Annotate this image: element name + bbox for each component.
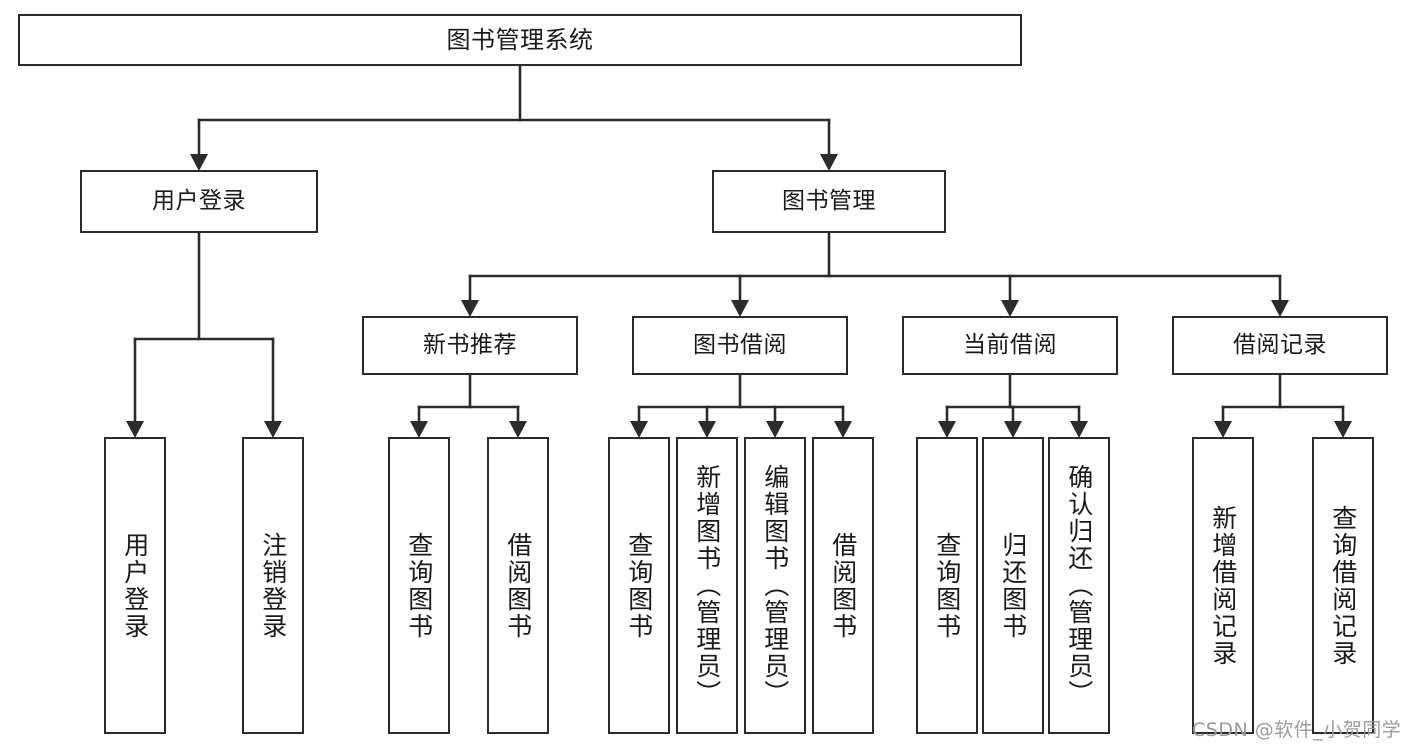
node-n-book-mgmt[interactable]: 图书管理 (712, 170, 946, 233)
node-l-logout[interactable]: 注销登录 (242, 437, 304, 734)
node-l-query-book-2[interactable]: 查询图书 (608, 437, 670, 734)
node-label: 新增借阅记录 (1208, 504, 1238, 667)
arrowhead-l-logout (264, 421, 282, 438)
node-l-query-book-3[interactable]: 查询图书 (916, 437, 978, 734)
arrowhead-l-query-book-3 (938, 421, 956, 438)
node-label: 用户登录 (120, 531, 150, 640)
node-label: 新书推荐 (423, 331, 517, 358)
node-label: 图书管理系统 (446, 25, 594, 54)
arrowhead-n-book-borrow (731, 300, 749, 317)
arrowhead-l-user-login (126, 421, 144, 438)
node-l-add-record[interactable]: 新增借阅记录 (1192, 437, 1254, 734)
node-n-user-login[interactable]: 用户登录 (80, 170, 318, 233)
node-label: 图书管理 (782, 187, 876, 214)
node-label: 查询图书 (932, 531, 962, 640)
node-label: 图书借阅 (693, 331, 787, 358)
node-label: 借阅图书 (503, 531, 533, 640)
node-label: 借阅记录 (1233, 331, 1327, 358)
node-label: 用户登录 (152, 187, 246, 214)
node-l-query-book-1[interactable]: 查询图书 (388, 437, 450, 734)
node-l-edit-book[interactable]: 编辑图书（管理员） (744, 437, 806, 734)
node-l-query-record[interactable]: 查询借阅记录 (1312, 437, 1374, 734)
node-label: 归还图书 (998, 531, 1028, 640)
node-label: 当前借阅 (963, 331, 1057, 358)
node-l-add-book[interactable]: 新增图书（管理员） (676, 437, 738, 734)
arrowhead-l-add-book (698, 421, 716, 438)
node-label: 新增图书（管理员） (692, 464, 722, 707)
node-l-return-book[interactable]: 归还图书 (982, 437, 1044, 734)
node-n-new-book-rec[interactable]: 新书推荐 (362, 316, 578, 375)
arrowhead-n-new-book-rec (461, 300, 479, 317)
arrowhead-l-edit-book (766, 421, 784, 438)
arrowhead-n-borrow-record (1271, 300, 1289, 317)
node-label: 查询借阅记录 (1328, 504, 1358, 667)
arrowhead-l-borrow-book-1 (509, 421, 527, 438)
node-n-book-borrow[interactable]: 图书借阅 (632, 316, 848, 375)
node-l-user-login[interactable]: 用户登录 (104, 437, 166, 734)
node-label: 确认归还（管理员） (1064, 464, 1094, 707)
watermark-label: CSDN @软件_小贺同学 (1192, 719, 1402, 741)
arrowhead-l-borrow-book-2 (834, 421, 852, 438)
node-label: 注销登录 (258, 531, 288, 640)
arrowhead-l-return-book (1004, 421, 1022, 438)
arrowhead-l-query-book-1 (410, 421, 428, 438)
node-label: 借阅图书 (828, 531, 858, 640)
arrowhead-l-add-record (1214, 421, 1232, 438)
arrowhead-l-query-record (1334, 421, 1352, 438)
node-l-confirm-return[interactable]: 确认归还（管理员） (1048, 437, 1110, 734)
node-n-current-borrow[interactable]: 当前借阅 (902, 316, 1118, 375)
arrowhead-l-confirm-return (1070, 421, 1088, 438)
node-label: 查询图书 (624, 531, 654, 640)
node-l-borrow-book-1[interactable]: 借阅图书 (487, 437, 549, 734)
node-root[interactable]: 图书管理系统 (18, 14, 1022, 66)
arrowhead-n-book-mgmt (820, 154, 838, 171)
arrowhead-l-query-book-2 (630, 421, 648, 438)
arrowhead-n-user-login (190, 154, 208, 171)
arrowhead-n-current-borrow (1001, 300, 1019, 317)
node-n-borrow-record[interactable]: 借阅记录 (1172, 316, 1388, 375)
node-label: 编辑图书（管理员） (760, 464, 790, 707)
node-label: 查询图书 (404, 531, 434, 640)
node-l-borrow-book-2[interactable]: 借阅图书 (812, 437, 874, 734)
